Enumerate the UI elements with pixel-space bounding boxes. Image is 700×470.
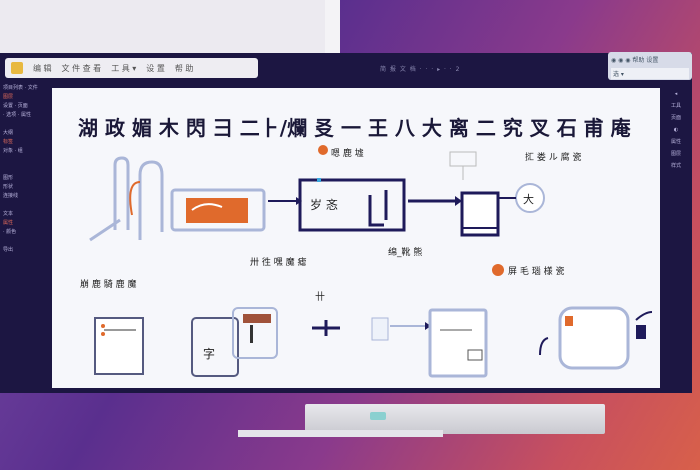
right-panel-select[interactable]: 选 ▾ [611,68,689,79]
right-panel: ◉ ◉ ◉ 帮助 设置 选 ▾ [608,52,692,80]
sidebar-item[interactable]: 连接线 [3,193,19,199]
sidebar-item[interactable]: 设置 · 页面 [3,103,28,109]
sidebar-item[interactable]: 标签 [3,139,14,145]
orange-marker-icon [318,145,328,155]
label: 卄 [315,292,325,303]
label: 绵_靴 熊 [388,248,423,258]
sidebar-item[interactable]: 大纲 [3,130,14,136]
right-sidebar-item[interactable]: 样式 [670,163,681,169]
app-logo-icon [11,62,23,74]
process-box [298,178,406,232]
label: 崩 鹿 騎 鹿 魔 [80,280,137,290]
right-panel-controls[interactable]: ◉ ◉ ◉ 帮助 设置 [611,57,659,64]
sidebar-item[interactable]: 文本 [3,211,14,217]
toolbar-item[interactable]: 文 件 查 看 [61,63,102,73]
left-sidebar: 项目列表 · 文件 图层 设置 · 页面 · 选项 · 属性 大纲 标签 对象 … [0,82,50,390]
right-sidebar-item[interactable]: 页面 [670,115,681,121]
toolbar-item[interactable]: 编 辑 [33,63,52,73]
toolbar-item[interactable]: 帮 助 [174,63,194,73]
right-sidebar-item[interactable]: ◂ [674,91,678,97]
monitor-stand [305,404,605,434]
background-window [0,0,340,55]
toolbar: 编 辑 文 件 查 看 工 具 ▾ 设 置 帮 助 [5,58,258,78]
toolbar-item[interactable]: 设 置 [146,63,165,73]
label: 㧟 娄 ル 腐 瓷 [525,153,582,163]
right-sidebar: ◂ 工具 页面 ◐ 属性 图层 样式 [662,88,690,388]
rounded-device [558,306,630,370]
right-sidebar-item[interactable]: 图层 [670,151,681,157]
monitor-button [370,412,386,420]
right-sidebar-item[interactable]: ◐ [673,127,679,133]
sidebar-item[interactable]: · 选项 · 属性 [3,112,31,118]
sidebar-item[interactable]: 图层 [3,94,14,100]
circle-label: 大 [523,193,534,206]
label: 屏 毛 瑙 様 瓷 [508,267,565,277]
orange-marker-icon [492,264,504,276]
monitor-base [238,430,443,437]
orange-block [186,198,248,223]
label: 嗯 鹿 墟 [331,149,364,159]
toolbar-item[interactable]: 工 具 ▾ [111,63,137,73]
right-sidebar-item[interactable]: 属性 [670,139,681,145]
sidebar-item[interactable]: 项目列表 · 文件 [3,85,38,91]
sidebar-item[interactable]: 图形 [3,175,14,181]
orange-hook [129,181,141,216]
right-sidebar-item[interactable]: 工具 [670,103,681,109]
background-window-scrollbar [325,0,340,55]
top-menu[interactable]: 简 报 文 档 · · · ▸ · · 2 [380,66,461,73]
sidebar-item[interactable]: 对象 · 组 [3,148,23,154]
pipe-apparatus [89,156,266,242]
box-label: 岁 忞 [310,198,338,212]
form-panel [428,308,488,378]
sidebar-item[interactable]: 形状 [3,184,14,190]
sidebar-item[interactable]: · 颜色 [3,229,17,235]
panel-frame [191,317,239,377]
label: 字 [203,347,216,361]
diagram-title: 湖 政 媚 木 閃 彐 二⺊/爛 㕛 一 王 八 大 离 二 究 叉 石 甫 庵 [78,116,631,140]
sidebar-item[interactable]: 属性 [3,220,14,226]
label: 卅 徃 嘿 魔 瘧 [250,258,307,268]
sidebar-item[interactable]: 导出 [3,247,14,253]
